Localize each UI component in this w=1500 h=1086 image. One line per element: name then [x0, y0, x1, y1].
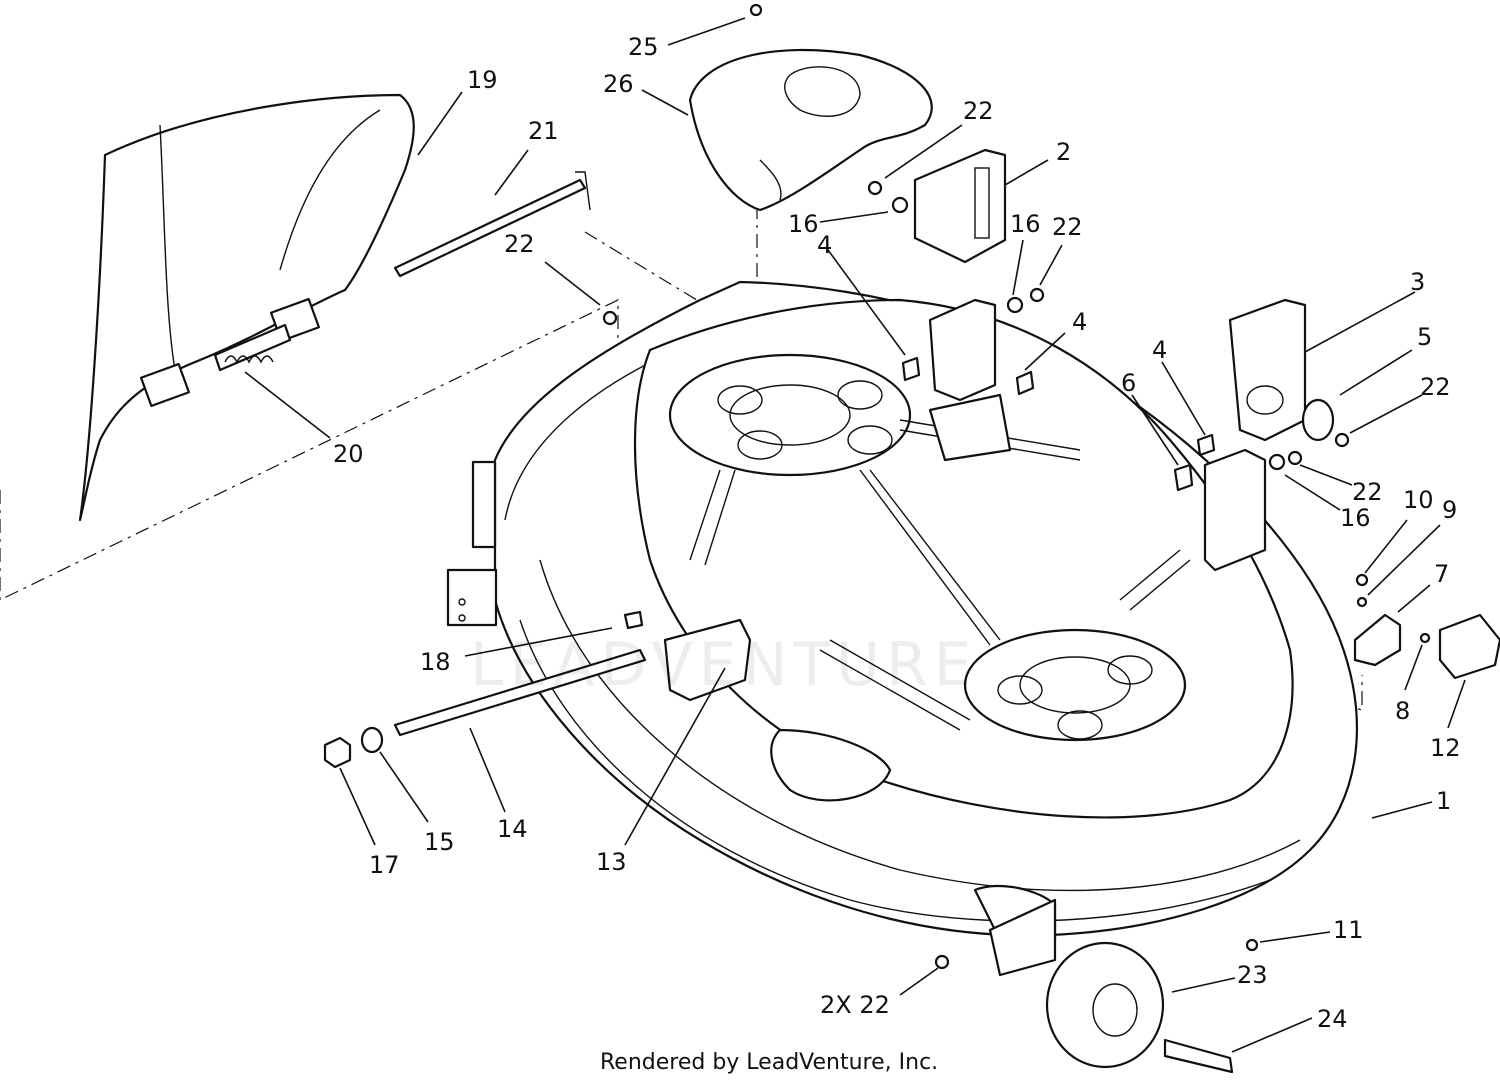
- assembly-line: [0, 299, 619, 601]
- callout-2: 2: [1056, 138, 1072, 166]
- washer-8: [1419, 632, 1431, 644]
- pin-4: [1015, 370, 1035, 396]
- screw-11: [1245, 938, 1259, 952]
- nut-22: [867, 180, 883, 196]
- callout-16: 16: [1010, 210, 1041, 238]
- callout-10: 10: [1403, 486, 1434, 514]
- nut-17: [323, 736, 352, 769]
- mower-deck: [446, 280, 1358, 942]
- callout-21: 21: [528, 117, 559, 145]
- callout-7: 7: [1434, 560, 1450, 588]
- callout-20: 20: [333, 440, 364, 468]
- pin-4: [901, 356, 921, 382]
- washer-16: [1268, 453, 1286, 471]
- callout-22: 22: [963, 97, 994, 125]
- footer-credit: Rendered by LeadVenture, Inc.: [600, 1050, 939, 1075]
- washer-16: [1006, 296, 1024, 314]
- spring-20: [213, 323, 292, 372]
- cap-12: [1438, 613, 1500, 680]
- watermark: LEADVENTURE: [470, 630, 978, 700]
- wheel-23: [1045, 941, 1234, 1074]
- callout-6: 6: [1121, 369, 1137, 397]
- callout-22: 22: [504, 230, 535, 258]
- callout-24: 24: [1317, 1005, 1348, 1033]
- callout-18: 18: [420, 648, 451, 676]
- front-bracket: [988, 898, 1057, 977]
- nut-22: [1029, 287, 1045, 303]
- nut-22: [1287, 450, 1303, 466]
- callout-13: 13: [596, 848, 627, 876]
- callout-22: 22: [1420, 373, 1451, 401]
- bracket-2: [913, 148, 1007, 264]
- callout-14: 14: [497, 815, 528, 843]
- nut-22: [602, 310, 618, 326]
- callout-26: 26: [603, 70, 634, 98]
- callout-16: 16: [1340, 504, 1371, 532]
- fitting-7: [1353, 613, 1402, 667]
- callout-17: 17: [369, 851, 400, 879]
- bracket-lower: [1203, 448, 1267, 572]
- washer-5: [1301, 398, 1335, 442]
- callout-23: 23: [1237, 961, 1268, 989]
- washer-16: [891, 196, 909, 214]
- clip-18: [623, 610, 644, 630]
- nut-10: [1355, 573, 1369, 587]
- callout-1: 1: [1436, 787, 1452, 815]
- pin-4: [1196, 433, 1216, 457]
- bolt-25: [749, 3, 763, 17]
- deflector-19: [78, 93, 415, 522]
- callout-22: 22: [1352, 478, 1383, 506]
- callout-12: 12: [1430, 734, 1461, 762]
- callout-4: 4: [1072, 308, 1088, 336]
- rod-21: [393, 171, 591, 278]
- callout-15: 15: [424, 828, 455, 856]
- callout-11: 11: [1333, 916, 1364, 944]
- rod-14: [393, 648, 647, 737]
- callout-4: 4: [817, 231, 833, 259]
- callout-19: 19: [467, 66, 498, 94]
- callout-9: 9: [1442, 496, 1458, 524]
- callout-4: 4: [1152, 336, 1168, 364]
- bolt-6: [1173, 463, 1194, 492]
- bracket-center: [928, 298, 1012, 462]
- callout-3: 3: [1410, 268, 1426, 296]
- nut-22: [1334, 432, 1350, 448]
- nut-22: [934, 954, 950, 970]
- belt-cover-26: [688, 48, 933, 212]
- callout-22: 22: [1052, 213, 1083, 241]
- callout-25: 25: [628, 33, 659, 61]
- bracket-3: [1228, 298, 1307, 442]
- callout-5: 5: [1417, 323, 1433, 351]
- assembly-line: [584, 231, 706, 306]
- callout-8: 8: [1395, 697, 1411, 725]
- bracket-13: [663, 618, 752, 702]
- callout-16: 16: [788, 210, 819, 238]
- washer-9: [1356, 596, 1368, 608]
- washer-15: [360, 726, 384, 754]
- leader-lines: [244, 17, 1466, 1053]
- callout-2x22: 2X 22: [820, 991, 890, 1019]
